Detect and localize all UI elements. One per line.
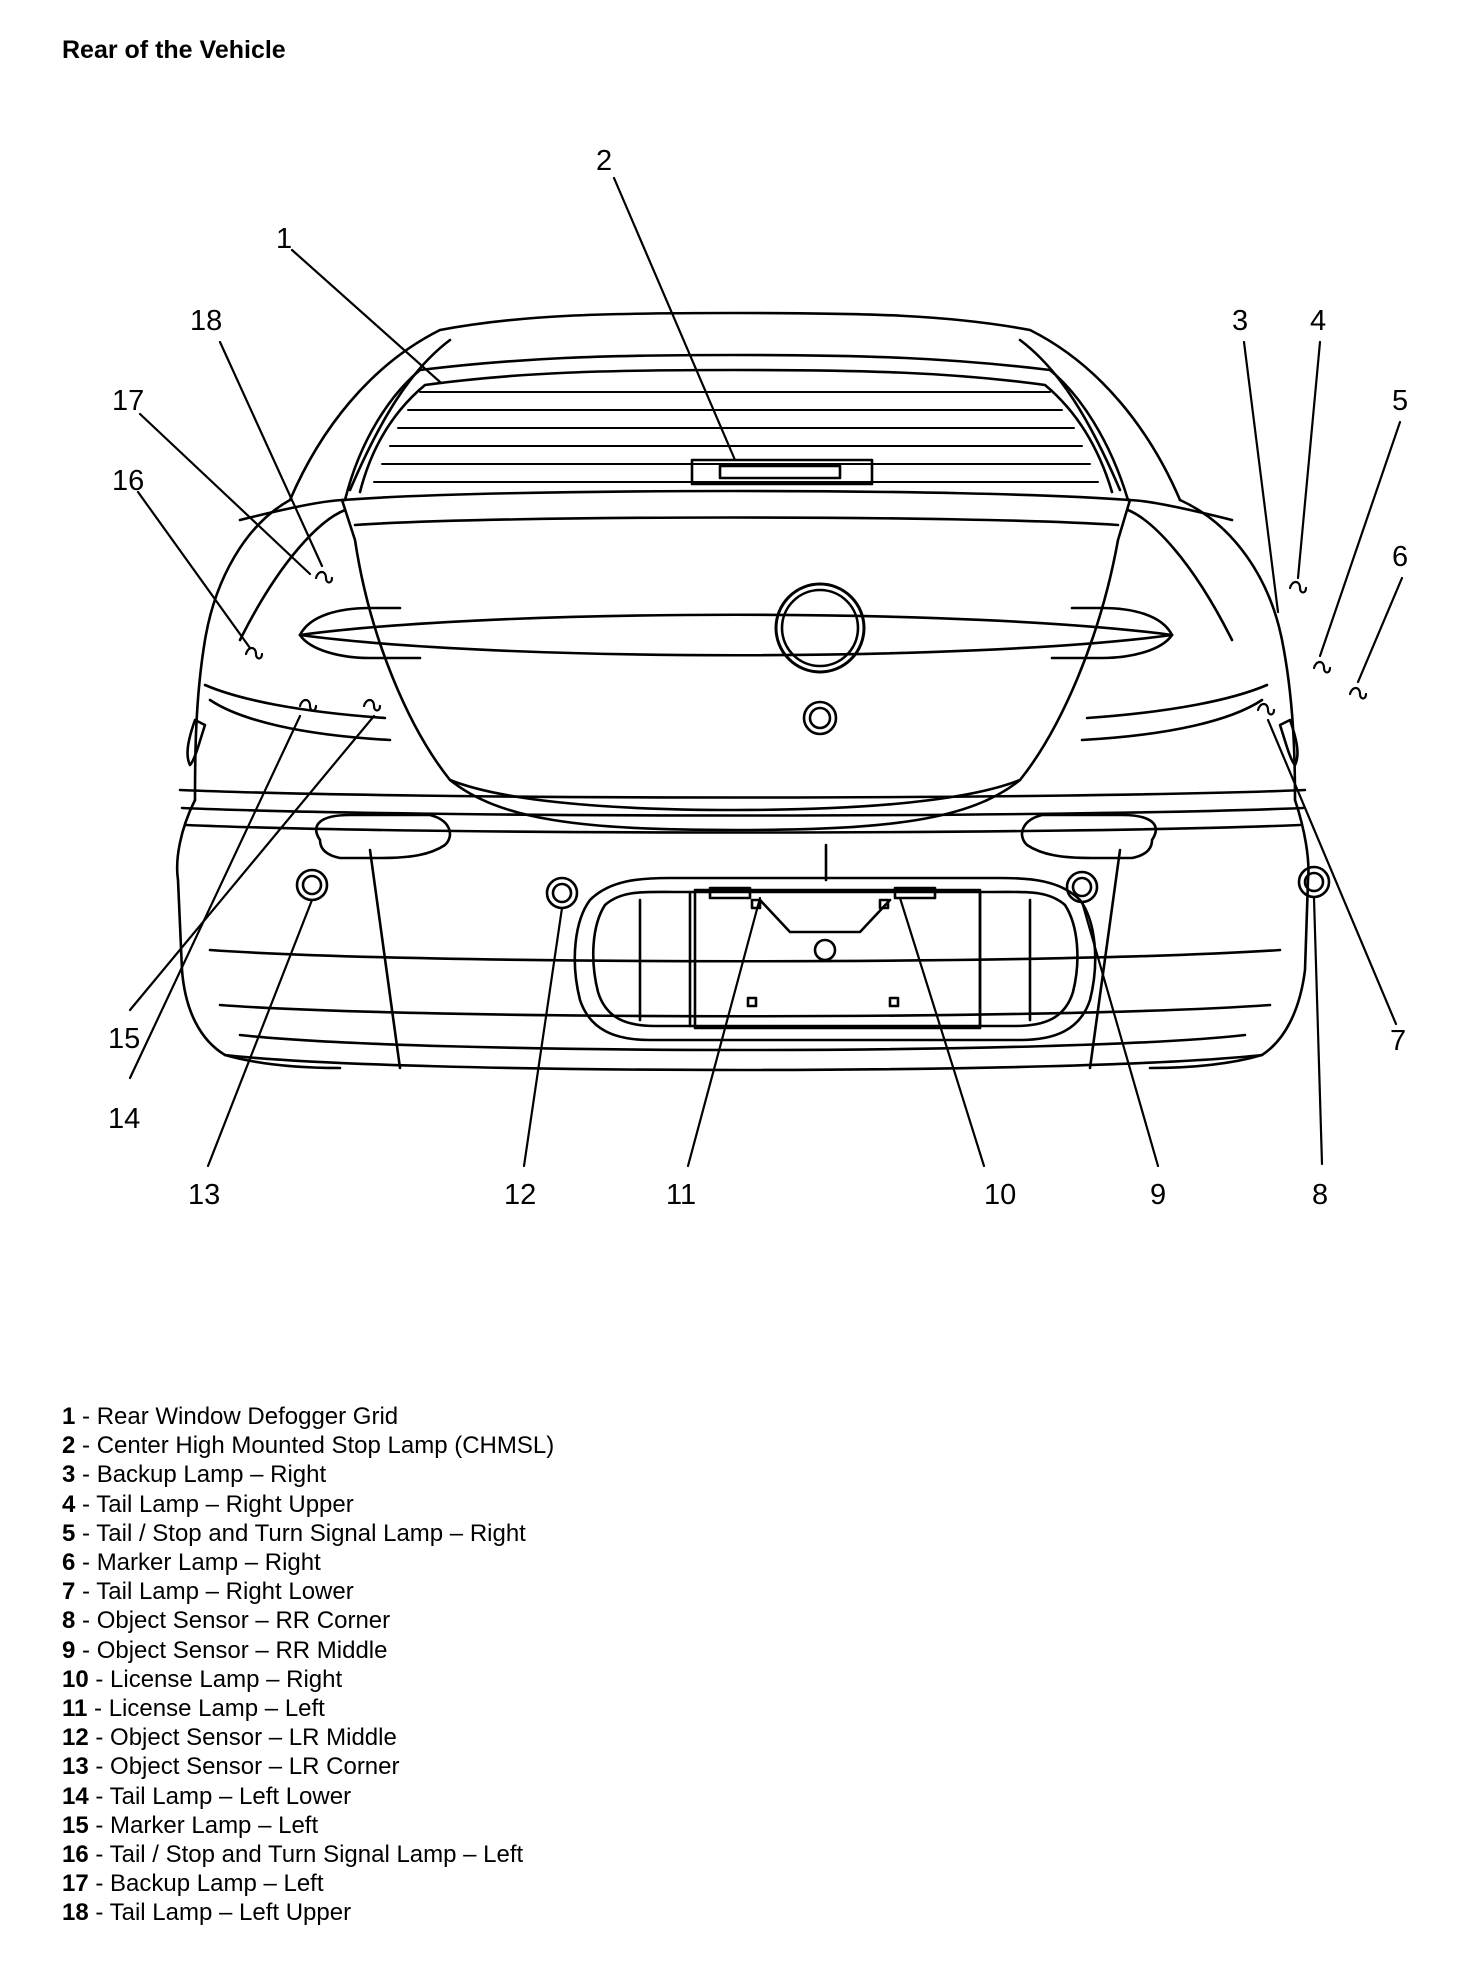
legend-label: Backup Lamp – Left xyxy=(110,1870,324,1898)
legend-number: 4 xyxy=(62,1490,76,1518)
callout-12: 12 xyxy=(504,1179,536,1211)
legend-item: 9 - Object Sensor – RR Middle xyxy=(62,1636,388,1664)
legend-label: Marker Lamp – Left xyxy=(110,1811,319,1839)
callout-1: 1 xyxy=(276,223,292,255)
legend-item: 1 - Rear Window Defogger Grid xyxy=(62,1403,399,1430)
callout-4: 4 xyxy=(1310,305,1326,337)
license-lamp-right xyxy=(893,886,937,900)
legend-item: 16 - Tail / Stop and Turn Signal Lamp – … xyxy=(62,1841,524,1869)
legend-number: 16 xyxy=(62,1841,89,1869)
callout-3: 3 xyxy=(1232,305,1248,337)
legend-label: Object Sensor – LR Corner xyxy=(110,1753,400,1781)
callout-6: 6 xyxy=(1392,541,1408,573)
legend-label: Tail Lamp – Left Upper xyxy=(109,1899,352,1927)
legend-item: 15 - Marker Lamp – Left xyxy=(62,1811,319,1839)
legend-number: 12 xyxy=(62,1724,89,1752)
tail-lamps xyxy=(186,508,1299,767)
callout-numbers: 1 2 3 4 5 6 7 8 9 10 11 12 13 14 15 16 1… xyxy=(108,145,1408,1211)
callout-2: 2 xyxy=(596,145,612,177)
callout-18: 18 xyxy=(190,305,222,337)
rear-window xyxy=(343,353,1130,502)
object-sensor-lr-corner xyxy=(295,868,329,902)
callout-11: 11 xyxy=(666,1179,696,1211)
legend-label: Backup Lamp – Right xyxy=(96,1461,327,1489)
trunk-lock xyxy=(802,700,838,736)
legend-label: Rear Window Defogger Grid xyxy=(96,1403,399,1430)
legend-item: 11 - License Lamp – Left xyxy=(62,1695,325,1723)
legend-number: 1 xyxy=(62,1403,76,1430)
callout-16: 16 xyxy=(112,465,144,497)
legend-number: 3 xyxy=(62,1461,76,1489)
callout-7: 7 xyxy=(1390,1025,1406,1057)
legend-item: 5 - Tail / Stop and Turn Signal Lamp – R… xyxy=(62,1519,526,1547)
legend-number: 10 xyxy=(62,1665,89,1693)
callout-17: 17 xyxy=(112,385,144,417)
legend-number: 17 xyxy=(62,1870,89,1898)
callout-9: 9 xyxy=(1150,1179,1166,1211)
trunk-lid xyxy=(340,489,1132,832)
callout-8: 8 xyxy=(1312,1179,1328,1211)
legend-label: Tail / Stop and Turn Signal Lamp – Right xyxy=(96,1519,526,1547)
legend-item: 12 - Object Sensor – LR Middle xyxy=(62,1724,397,1752)
legend-label: Tail Lamp – Right Lower xyxy=(96,1578,354,1606)
legend-item: 10 - License Lamp – Right xyxy=(62,1665,343,1693)
object-sensors xyxy=(295,865,1331,910)
left-marker-lamp xyxy=(186,718,207,767)
legend-item: 2 - Center High Mounted Stop Lamp (CHMSL… xyxy=(62,1432,555,1460)
legend-label: Object Sensor – RR Middle xyxy=(96,1636,388,1664)
bumper-reflectors xyxy=(314,813,1158,860)
legend-item: 17 - Backup Lamp – Left xyxy=(62,1870,324,1898)
legend-label: Tail Lamp – Right Upper xyxy=(96,1490,354,1518)
legend-label: Object Sensor – RR Corner xyxy=(96,1607,391,1635)
legend-number: 18 xyxy=(62,1899,89,1927)
legend-label: Center High Mounted Stop Lamp (CHMSL) xyxy=(96,1432,555,1460)
vehicle-rear-diagram: 1 2 3 4 5 6 7 8 9 10 11 12 13 14 15 16 1… xyxy=(108,145,1408,1211)
legend-item: 3 - Backup Lamp – Right xyxy=(62,1461,327,1489)
right-marker-lamp xyxy=(1278,718,1299,767)
legend-label: License Lamp – Left xyxy=(108,1695,325,1723)
car-body xyxy=(175,311,1310,1072)
legend-item: 18 - Tail Lamp – Left Upper xyxy=(62,1899,352,1927)
component-legend: 1 - Rear Window Defogger Grid 2 - Center… xyxy=(62,1402,554,1928)
legend-item: 14 - Tail Lamp – Left Lower xyxy=(62,1782,352,1810)
legend-item: 13 - Object Sensor – LR Corner xyxy=(62,1753,400,1781)
legend-item: 7 - Tail Lamp – Right Lower xyxy=(62,1578,354,1606)
bulb-sockets xyxy=(244,570,1368,716)
legend-label: License Lamp – Right xyxy=(110,1665,343,1693)
emblem xyxy=(774,582,866,674)
legend-label: Tail / Stop and Turn Signal Lamp – Left xyxy=(109,1841,524,1869)
legend-number: 6 xyxy=(62,1549,76,1577)
callout-15: 15 xyxy=(108,1023,140,1055)
legend-number: 9 xyxy=(62,1636,76,1664)
legend-number: 8 xyxy=(62,1607,76,1635)
callout-13: 13 xyxy=(188,1179,220,1211)
callout-5: 5 xyxy=(1392,385,1408,417)
leader-lines xyxy=(128,176,1404,1168)
legend-label: Tail Lamp – Left Lower xyxy=(109,1782,352,1810)
legend-number: 11 xyxy=(62,1695,88,1723)
legend-number: 13 xyxy=(62,1753,89,1781)
object-sensor-lr-middle xyxy=(545,876,579,910)
legend-number: 15 xyxy=(62,1811,89,1839)
legend-label: Object Sensor – LR Middle xyxy=(110,1724,397,1752)
page-title: Rear of the Vehicle xyxy=(62,36,286,64)
chmsl-lamp xyxy=(690,458,874,486)
legend-item: 4 - Tail Lamp – Right Upper xyxy=(62,1490,354,1518)
object-sensor-rr-middle xyxy=(1065,870,1099,904)
legend-number: 14 xyxy=(62,1782,89,1810)
legend-number: 7 xyxy=(62,1578,76,1606)
legend-item: 6 - Marker Lamp – Right xyxy=(62,1549,321,1577)
object-sensor-rr-corner xyxy=(1297,865,1331,899)
license-plate-area xyxy=(573,843,1097,1042)
legend-item: 8 - Object Sensor – RR Corner xyxy=(62,1607,391,1635)
legend-number: 5 xyxy=(62,1519,76,1547)
legend-number: 2 xyxy=(62,1432,76,1460)
callout-14: 14 xyxy=(108,1103,140,1135)
callout-10: 10 xyxy=(984,1179,1016,1211)
license-plate xyxy=(693,888,982,1030)
license-lamp-left xyxy=(708,886,752,900)
defogger-grid xyxy=(373,391,1099,483)
legend-label: Marker Lamp – Right xyxy=(96,1549,321,1577)
